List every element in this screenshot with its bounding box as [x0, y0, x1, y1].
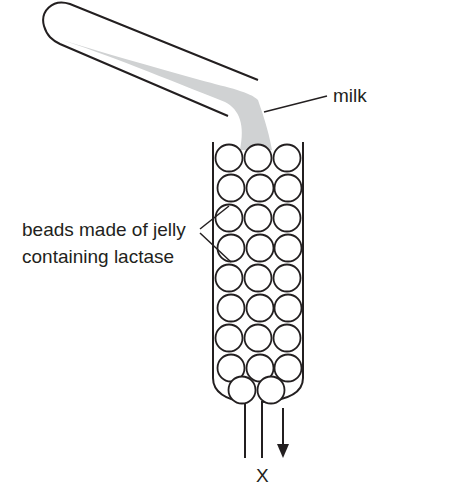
jelly-bead	[274, 145, 301, 172]
part-label: beads made of jelly containing lactase	[22, 216, 204, 270]
jelly-bead	[247, 235, 274, 262]
jelly-bead	[245, 325, 272, 352]
jelly-bead	[247, 175, 274, 202]
arrow-head	[277, 444, 289, 458]
jelly-bead	[216, 205, 243, 232]
leader-line	[200, 206, 229, 229]
jelly-bead	[216, 265, 243, 292]
leader-line	[200, 233, 231, 262]
jelly-bead	[216, 145, 243, 172]
part-label: milk	[333, 82, 367, 109]
jelly-bead	[218, 295, 245, 322]
jelly-bead	[218, 235, 245, 262]
jelly-bead	[245, 265, 272, 292]
jelly-bead	[274, 205, 301, 232]
bead-group	[216, 145, 302, 404]
jelly-bead	[275, 175, 302, 202]
column-wall	[213, 142, 245, 458]
jelly-bead	[216, 325, 243, 352]
jelly-bead	[245, 145, 272, 172]
jelly-bead	[275, 235, 302, 262]
test-tube	[43, 3, 258, 116]
jelly-bead	[245, 205, 272, 232]
jelly-bead	[258, 377, 285, 404]
jelly-bead	[275, 295, 302, 322]
jelly-bead	[274, 265, 301, 292]
outlet-label: X	[256, 462, 269, 489]
jelly-bead	[274, 325, 301, 352]
jelly-bead	[275, 355, 302, 382]
jelly-bead	[229, 377, 256, 404]
leader-line	[264, 96, 327, 112]
milk-stream	[62, 40, 272, 150]
jelly-bead	[247, 295, 274, 322]
flow-arrow	[282, 408, 284, 448]
jelly-bead	[218, 175, 245, 202]
